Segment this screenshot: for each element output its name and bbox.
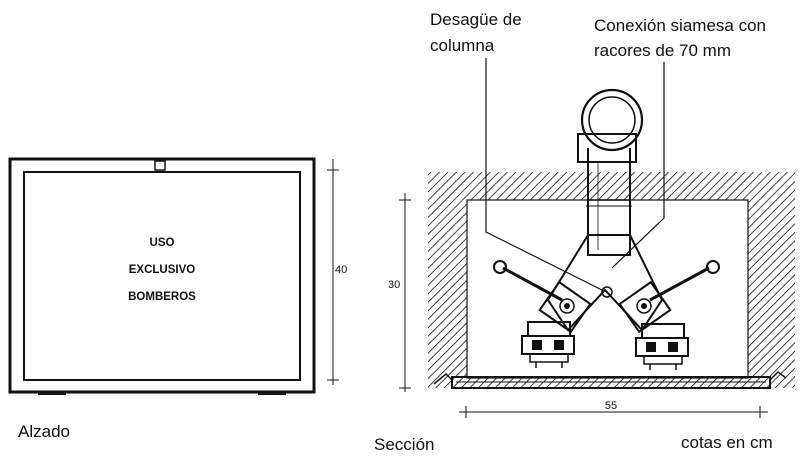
cabinet-base-plate	[451, 376, 771, 389]
cabinet-foot-left	[38, 391, 66, 395]
section-view: Desagüe de columna Conexión siamesa con …	[374, 10, 795, 454]
connection-label-line-2: racores de 70 mm	[594, 41, 731, 60]
elevation-height-dimension: 40	[327, 159, 348, 385]
left-valve-handle-knob	[493, 260, 507, 274]
niche-interior	[466, 199, 749, 379]
sign-line-3: BOMBEROS	[128, 291, 196, 303]
hinge-left	[433, 372, 453, 385]
drain-label-line-1: Desagüe de	[430, 10, 522, 29]
connection-label-line-1: Conexión siamesa con	[594, 16, 766, 35]
sign-line-2: EXCLUSIVO	[129, 264, 196, 276]
door-lock	[154, 160, 166, 171]
cabinet-foot-right	[258, 391, 286, 395]
drain-plug	[601, 286, 613, 298]
leader-connection	[611, 62, 665, 269]
right-valve	[618, 260, 720, 334]
section-caption: Sección	[374, 435, 434, 454]
sign-line-1: USO	[150, 237, 175, 249]
leader-drain	[485, 58, 603, 291]
drain-label-line-2: columna	[430, 36, 495, 55]
section-width-dimension: 55	[459, 400, 768, 418]
siamese-body	[546, 234, 664, 332]
section-height-dimension: 30	[387, 193, 411, 392]
cabinet-inner-door	[23, 171, 301, 381]
hinge-right	[769, 371, 787, 381]
pipe-elbow-opening	[580, 88, 644, 152]
right-valve-handle-knob	[706, 260, 720, 274]
section-width-label: 55	[605, 400, 617, 412]
wall-hatching	[428, 172, 795, 388]
left-coupling	[521, 321, 575, 368]
elevation-height-label: 40	[335, 264, 347, 276]
units-note: cotas en cm	[681, 433, 773, 452]
cabinet-outer-frame	[8, 157, 316, 394]
riser-pipe	[577, 133, 637, 256]
elevation-view: USO EXCLUSIVO BOMBEROS 40 Alzado	[8, 157, 348, 441]
elevation-caption: Alzado	[18, 422, 70, 441]
left-valve	[493, 260, 592, 334]
right-coupling	[635, 323, 689, 370]
section-height-label: 30	[388, 279, 400, 291]
